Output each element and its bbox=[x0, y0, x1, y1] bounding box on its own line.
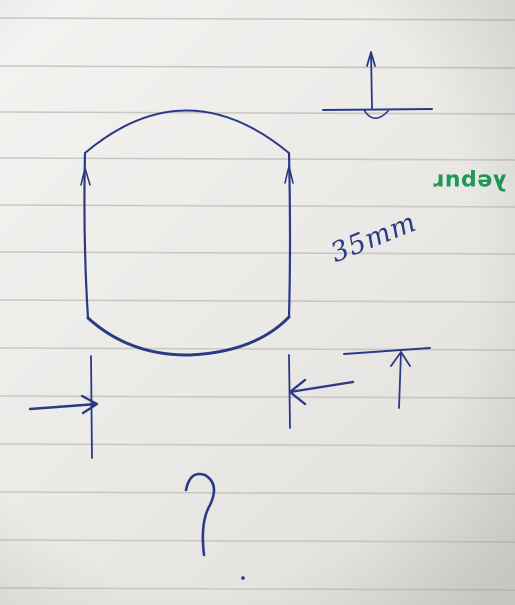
rule-line bbox=[0, 157, 515, 161]
rule-line bbox=[0, 539, 515, 543]
barrel-shape bbox=[80, 109, 294, 357]
rule-line bbox=[0, 443, 515, 447]
rule-line bbox=[0, 299, 515, 303]
rule-line bbox=[0, 111, 515, 115]
right-pointer-arrow bbox=[288, 378, 355, 406]
right-side bbox=[287, 151, 292, 319]
rule-line bbox=[0, 204, 515, 208]
rule-line bbox=[0, 17, 515, 21]
bottom-reference-mark bbox=[343, 347, 431, 409]
rule-line bbox=[0, 251, 515, 255]
top-reference-arrow bbox=[366, 51, 376, 109]
bleed-through-text: λepur bbox=[433, 166, 515, 194]
question-mark: ? bbox=[180, 462, 220, 562]
rule-line bbox=[0, 65, 515, 69]
rule-line bbox=[0, 347, 515, 351]
top-reference-line bbox=[322, 108, 433, 111]
width-dimension bbox=[28, 354, 355, 459]
top-arc bbox=[84, 109, 290, 154]
top-reference-mark bbox=[322, 51, 433, 120]
rule-line bbox=[0, 587, 515, 591]
ruled-lines bbox=[0, 17, 515, 591]
rule-line bbox=[0, 491, 515, 495]
question-mark-dot bbox=[241, 576, 245, 580]
bottom-reference-arrow bbox=[390, 351, 411, 409]
left-pointer-arrow bbox=[28, 394, 99, 415]
rule-line bbox=[0, 395, 515, 399]
bleed-through-word: λepur bbox=[433, 168, 507, 194]
